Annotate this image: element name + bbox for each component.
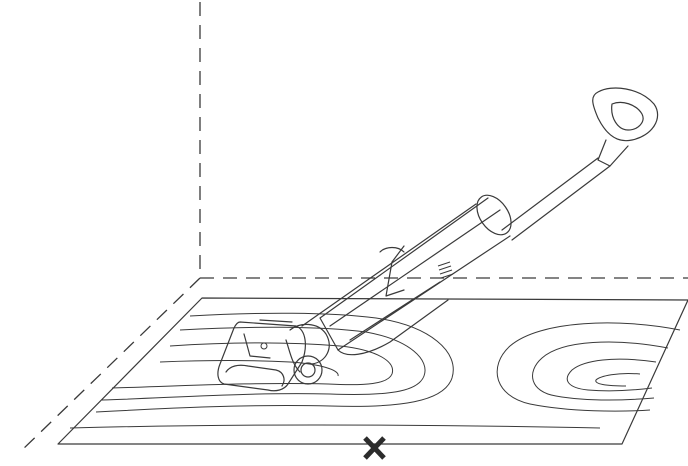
rug	[57, 297, 688, 445]
incorrect-mark-icon	[363, 436, 386, 460]
room-corner-outline	[19, 2, 688, 453]
vent-icon	[437, 261, 454, 279]
vacuum-cleaner	[217, 87, 659, 392]
